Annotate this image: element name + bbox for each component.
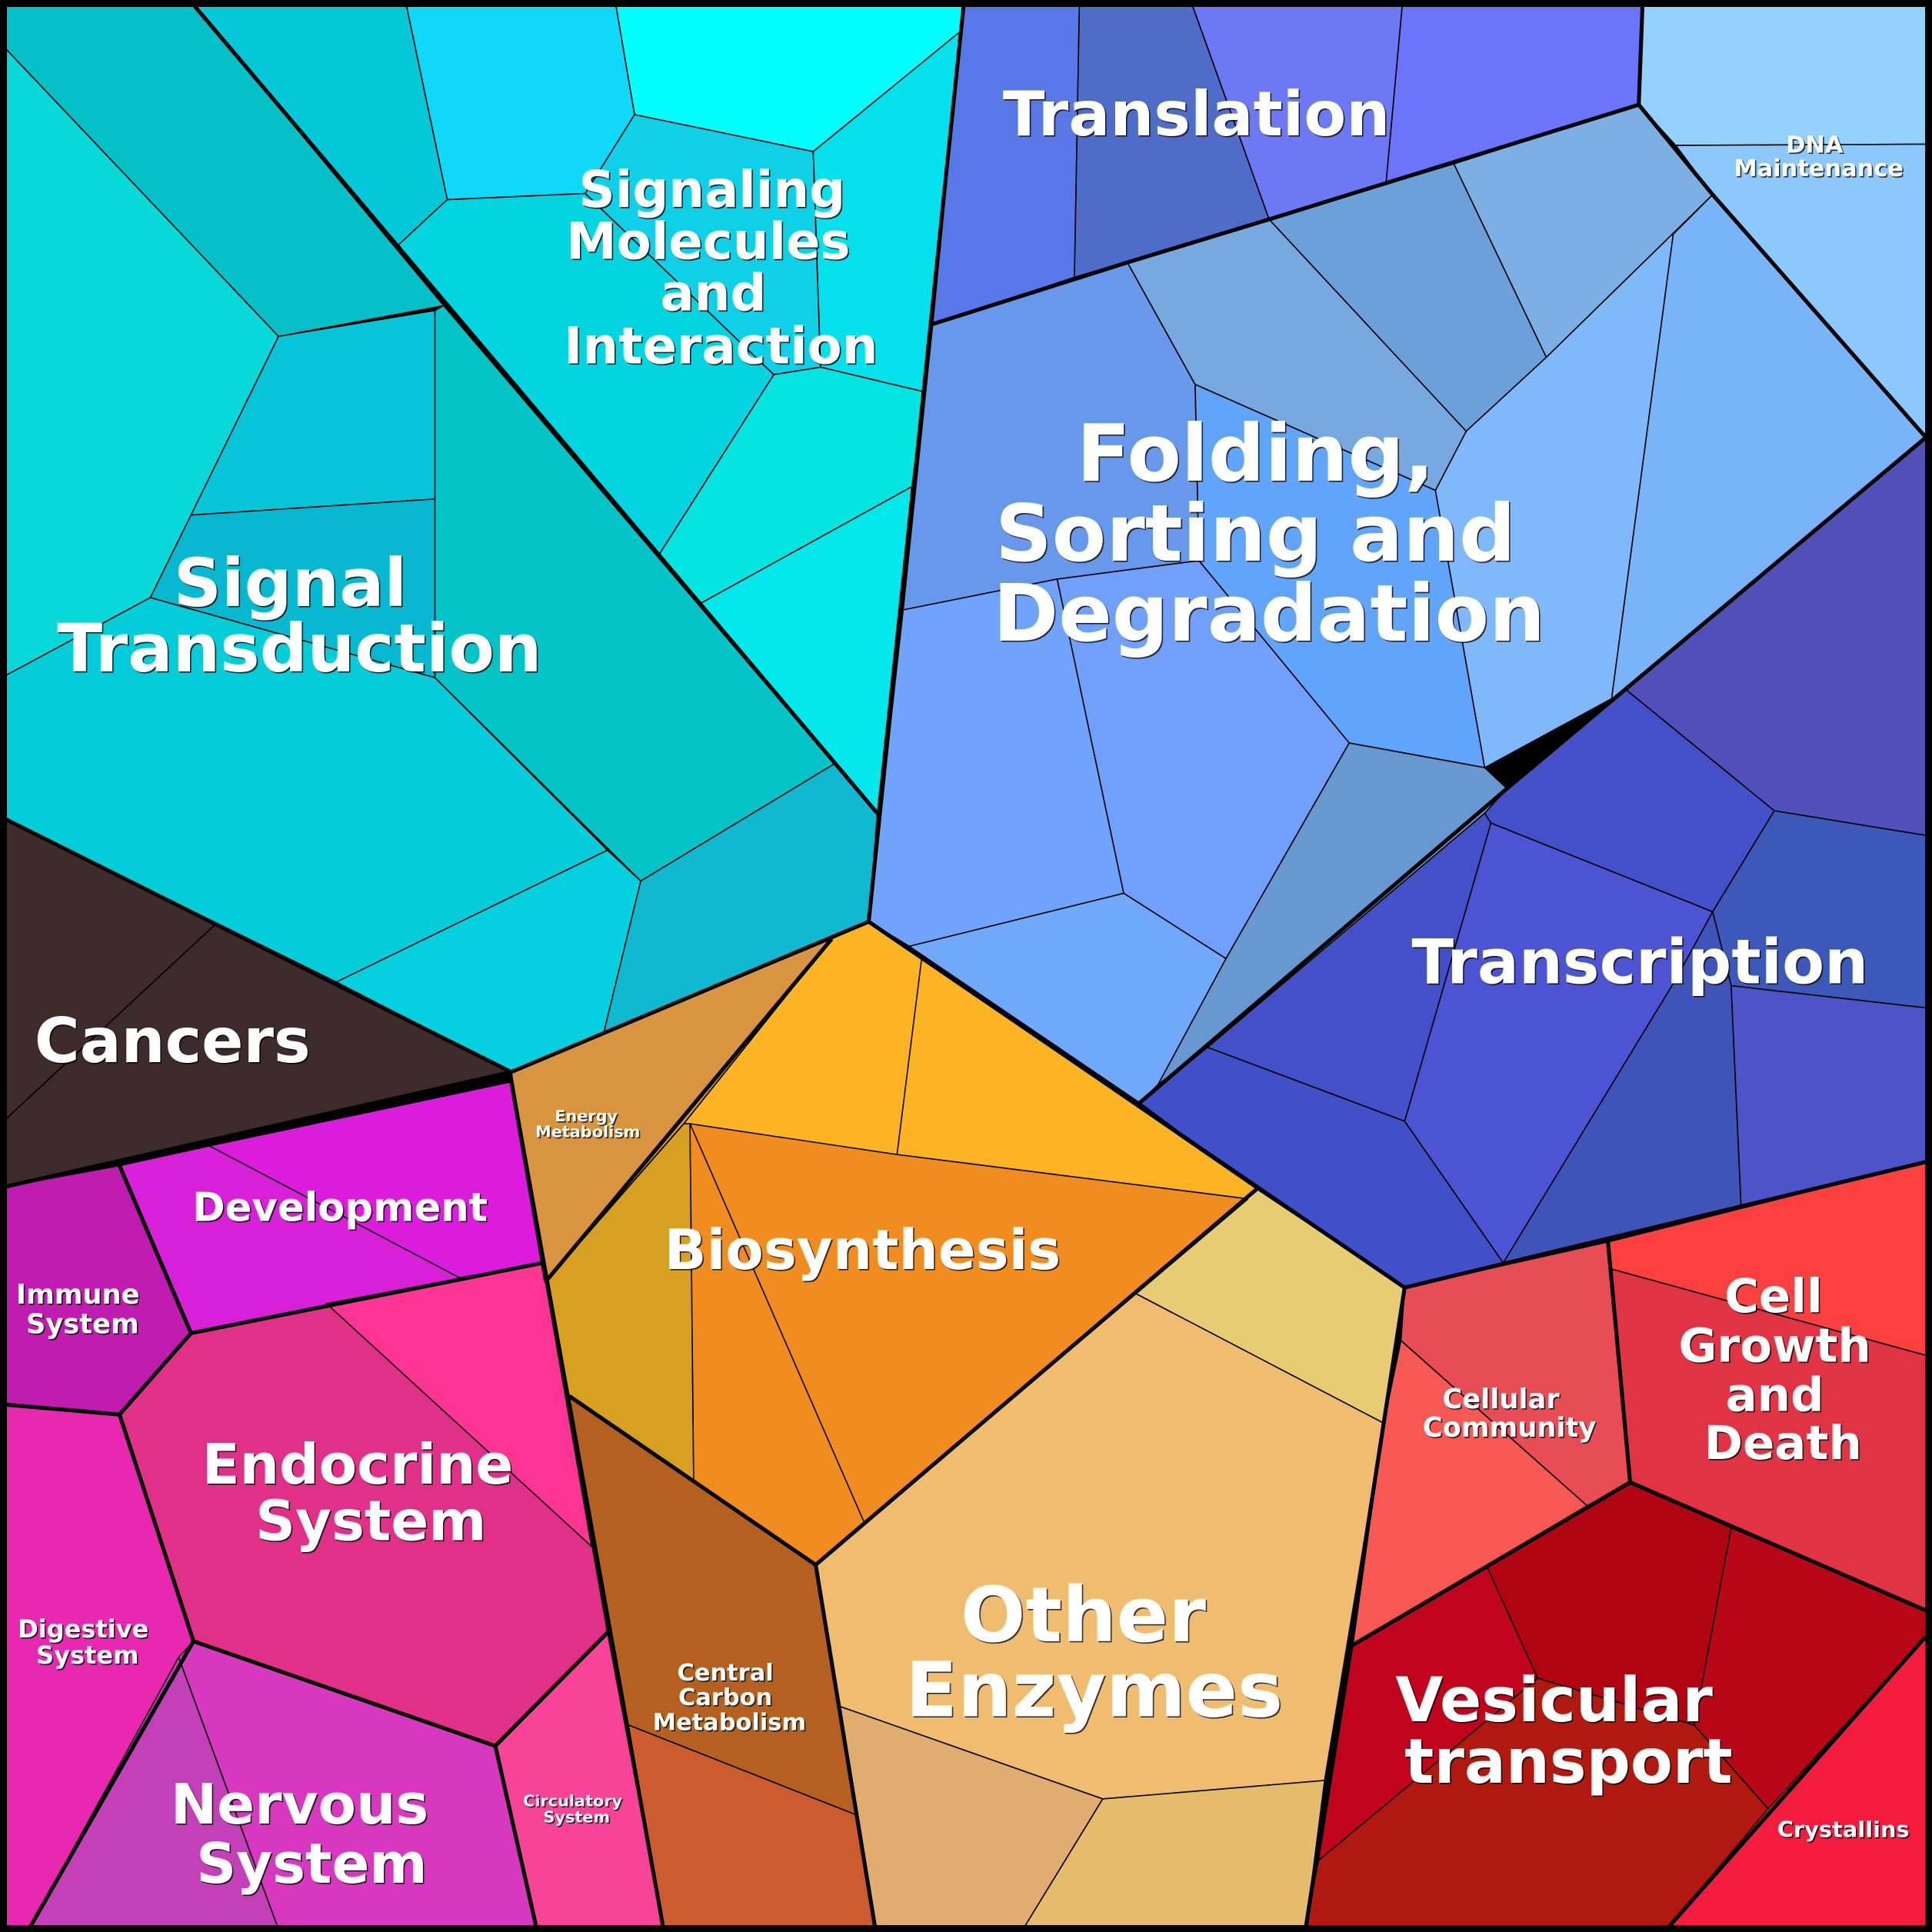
label-other-enzymes: Other Enzymes	[905, 1571, 1283, 1735]
label-cellular-community: Cellular Community	[1423, 1384, 1597, 1444]
label-cell-growth: Cell Growth and Death	[1678, 1269, 1887, 1471]
label-endocrine-system: Endocrine System	[202, 1433, 532, 1554]
cell-group-biosynthesis[interactable]	[545, 921, 1258, 1566]
label-development: Development	[192, 1185, 488, 1231]
cell-group-vesicular-transport[interactable]	[1305, 1481, 1927, 1927]
cell-group-signal-transduction[interactable]	[5, 5, 878, 1073]
label-digestive-system: Digestive System	[18, 1614, 157, 1670]
label-biosynthesis: Biosynthesis	[665, 1218, 1061, 1283]
label-circulatory-system: Circulatory System	[523, 1792, 628, 1827]
label-translation: Translation	[1003, 78, 1390, 150]
label-nervous-system: Nervous System	[171, 1773, 448, 1897]
label-signaling-molecules: Signaling Molecules and Interaction	[564, 161, 878, 375]
label-crystallins: Crystallins	[1777, 1817, 1910, 1843]
cell-group-folding[interactable]	[868, 104, 1927, 1104]
cell-group-endocrine-system[interactable]	[118, 1262, 608, 1747]
label-signal-transduction: Signal Transduction	[57, 545, 541, 688]
cell-group-translation[interactable]	[931, 5, 1644, 325]
cell-group-transcription[interactable]	[1138, 436, 1927, 1288]
label-central-carbon: Central Carbon Metabolism	[653, 1660, 806, 1736]
label-dna-maintenance: DNA Maintenance	[1734, 132, 1904, 182]
label-folding: Folding, Sorting and Degradation	[993, 408, 1545, 660]
label-transcription: Transcription	[1412, 926, 1869, 998]
label-vesicular-transport: Vesicular transport	[1395, 1664, 1734, 1797]
label-cancers: Cancers	[35, 1005, 311, 1077]
cell-group-other-enzymes[interactable]	[814, 1188, 1406, 1927]
label-energy-metabolism: Energy Metabolism	[535, 1107, 640, 1141]
label-immune-system: Immune System	[16, 1279, 149, 1340]
